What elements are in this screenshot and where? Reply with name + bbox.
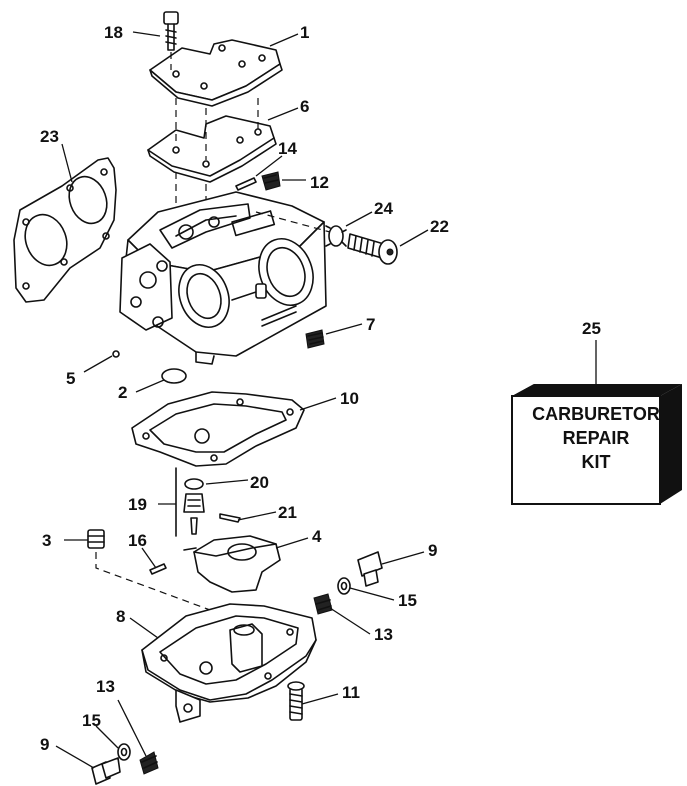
callout-13-right: 13 <box>374 625 393 644</box>
callout-18: 18 <box>104 23 123 42</box>
callout-10: 10 <box>340 389 359 408</box>
part-15-washer-lower <box>117 743 131 761</box>
part-12-nozzle <box>261 171 281 191</box>
part-18-screw <box>163 11 179 51</box>
part-6-gasket <box>147 115 277 183</box>
callout-4: 4 <box>312 527 322 546</box>
callout-9-lower: 9 <box>40 735 49 754</box>
part-19-needle-seat-group <box>175 467 205 537</box>
part-21-clip <box>219 513 241 523</box>
kit-label-line1: CARBURETOR <box>532 404 660 424</box>
callout-11: 11 <box>342 683 360 702</box>
callout-14: 14 <box>278 139 297 158</box>
kit-label-line3: KIT <box>582 452 611 472</box>
callout-7: 7 <box>366 315 375 334</box>
callout-2: 2 <box>118 383 127 402</box>
callout-8: 8 <box>116 607 125 626</box>
part-9-plug-right <box>357 551 383 587</box>
callout-9-right: 9 <box>428 541 437 560</box>
part-3-plug <box>87 529 105 549</box>
part-9-plug-lower <box>91 757 121 785</box>
part-23-flange-gasket <box>13 157 117 303</box>
callout-21: 21 <box>278 503 297 522</box>
part-1-cover-plate <box>149 39 283 107</box>
part-11-screw <box>287 681 305 721</box>
callout-6: 6 <box>300 97 309 116</box>
part-22-screw <box>347 233 398 265</box>
part-2-disc <box>161 368 187 384</box>
callout-22: 22 <box>430 217 449 236</box>
callout-23: 23 <box>40 127 59 146</box>
callout-15-lower: 15 <box>82 711 101 730</box>
part-24-lockwasher <box>325 225 347 247</box>
callout-25: 25 <box>582 319 601 338</box>
part-13-jet-right <box>313 593 333 615</box>
callout-3: 3 <box>42 531 51 550</box>
kit-label-line2: REPAIR <box>563 428 630 448</box>
leader-lines <box>55 31 597 769</box>
callout-24: 24 <box>374 199 393 218</box>
part-5-ball <box>112 350 120 358</box>
callout-13-lower: 13 <box>96 677 115 696</box>
part-4-float <box>183 535 281 593</box>
callout-19: 19 <box>128 495 147 514</box>
callout-1: 1 <box>300 23 309 42</box>
callout-20: 20 <box>250 473 269 492</box>
carburetor-body <box>119 191 327 365</box>
part-14-pin <box>235 177 257 191</box>
part-25-repair-kit-box: CARBURETOR REPAIR KIT <box>511 384 682 505</box>
callout-12: 12 <box>310 173 329 192</box>
part-15-washer-right <box>337 577 351 595</box>
callout-5: 5 <box>66 369 75 388</box>
part-10-bowl-gasket <box>131 391 305 467</box>
part-16-pin <box>149 563 167 575</box>
part-8-float-bowl <box>141 603 317 723</box>
callout-16: 16 <box>128 531 147 550</box>
callout-15-right: 15 <box>398 591 417 610</box>
callout-labels: 18 1 6 23 14 12 24 22 7 25 5 2 10 20 19 … <box>40 23 601 754</box>
part-7-spring <box>305 329 325 349</box>
part-13-jet-lower <box>139 751 159 775</box>
